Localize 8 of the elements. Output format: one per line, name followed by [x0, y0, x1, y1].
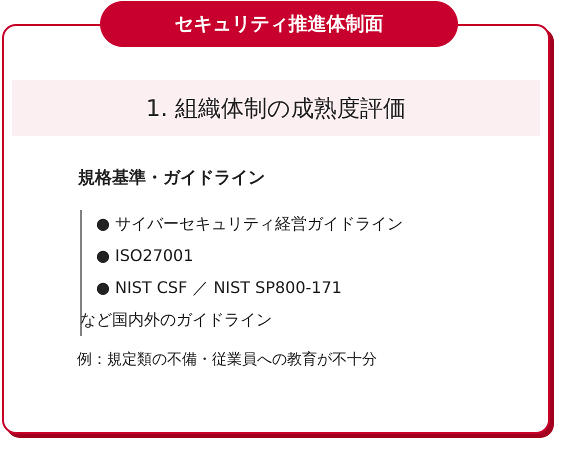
list-item: ● NIST CSF ／ NIST SP800-171 — [96, 278, 342, 299]
section-heading: 規格基準・ガイドライン — [78, 167, 265, 189]
heading-text: 1. 組織体制の成熟度評価 — [146, 94, 406, 124]
example-note: 例：規定類の不備・従業員への教育が不十分 — [77, 350, 377, 369]
list-item: ● サイバーセキュリティ経営ガイドライン — [96, 214, 404, 235]
list-item: ● ISO27001 — [96, 246, 194, 265]
title-tab: セキュリティ推進体制面 — [100, 1, 458, 47]
list-note: など国内外のガイドライン — [80, 310, 272, 331]
